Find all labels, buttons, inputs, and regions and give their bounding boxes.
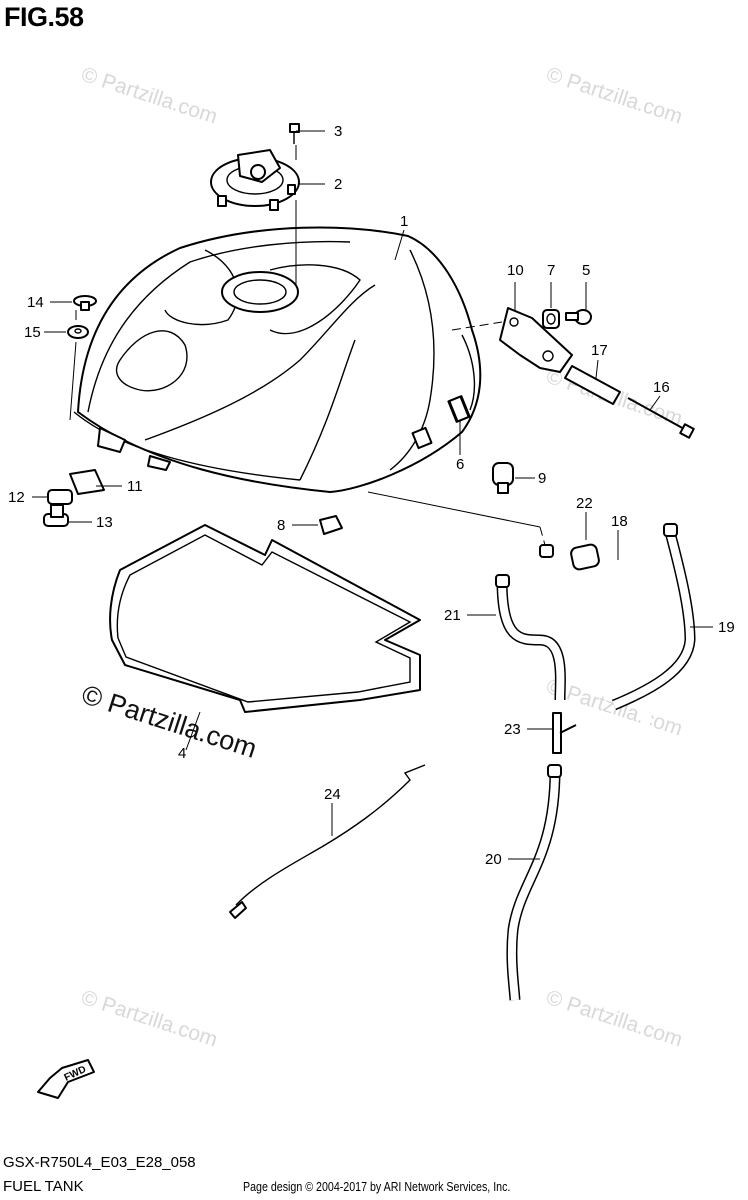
lower-hose[interactable]: [506, 764, 562, 1001]
cushion-washer[interactable]: [47, 489, 73, 505]
figure-title: FIG.58: [4, 2, 84, 32]
callout-21: 21: [444, 607, 461, 624]
cap-screw[interactable]: [289, 123, 300, 144]
grille[interactable]: [448, 395, 470, 423]
callout-20: 20: [485, 851, 502, 868]
watermark-text: © Partzilla.com: [543, 63, 685, 129]
tank-wire[interactable]: [229, 764, 426, 919]
long-bolt[interactable]: [627, 397, 695, 439]
watermark-text: © Partzilla.com: [78, 986, 220, 1052]
damper[interactable]: [69, 469, 105, 495]
callout-5: 5: [582, 262, 590, 279]
callout-15: 15: [24, 324, 41, 341]
fuel-cap[interactable]: [210, 149, 300, 211]
grommet[interactable]: [43, 504, 69, 527]
leader-lines: [32, 130, 713, 860]
callout-4: 4: [178, 745, 186, 762]
callout-14: 14: [27, 294, 44, 311]
tank-bracket[interactable]: [499, 307, 573, 373]
callout-23: 23: [504, 721, 521, 738]
callout-13: 13: [96, 514, 113, 531]
copyright-notice: Page design © 2004-2017 by ARI Network S…: [243, 1179, 511, 1194]
tank-bolt[interactable]: [73, 295, 97, 311]
callout-11: 11: [127, 478, 143, 495]
callout-1: 1: [400, 213, 408, 230]
drain-hose[interactable]: [611, 523, 696, 711]
callout-22: 22: [576, 495, 593, 512]
fuel-tank[interactable]: [73, 226, 482, 493]
hose-joint[interactable]: [552, 712, 577, 754]
clip[interactable]: [319, 515, 343, 535]
callout-7: 7: [547, 262, 555, 279]
upper-hose[interactable]: [495, 574, 566, 701]
callout-17: 17: [591, 342, 608, 359]
callout-18: 18: [611, 513, 628, 530]
cushion[interactable]: [492, 462, 514, 494]
diagram-code: GSX-R750L4_E03_E28_058: [3, 1154, 196, 1171]
tank-seal[interactable]: [109, 524, 421, 713]
callout-6: 6: [456, 456, 464, 473]
callout-9: 9: [538, 470, 546, 487]
roller[interactable]: [570, 543, 600, 571]
breather-hose[interactable]: [539, 544, 682, 1008]
callout-2: 2: [334, 176, 342, 193]
callout-8: 8: [277, 517, 285, 534]
callout-12: 12: [8, 489, 25, 506]
callout-24: 24: [324, 786, 341, 803]
callout-3: 3: [334, 123, 342, 140]
fwd-arrow: FWD: [37, 1059, 95, 1099]
callouts: 3 2 1 4 5 6 7 8 9 10 11 12 13 14 15 16 1…: [8, 123, 735, 868]
watermark-text: © Partzilla.com: [543, 986, 685, 1052]
callout-16: 16: [653, 379, 670, 396]
collar[interactable]: [542, 309, 560, 329]
watermark-text: © Partzilla.com: [78, 63, 220, 129]
washer[interactable]: [67, 325, 89, 339]
callout-19: 19: [718, 619, 735, 636]
spacer[interactable]: [564, 365, 621, 405]
bolt[interactable]: [565, 309, 592, 325]
diagram-name: FUEL TANK: [3, 1178, 84, 1195]
callout-10: 10: [507, 262, 524, 279]
